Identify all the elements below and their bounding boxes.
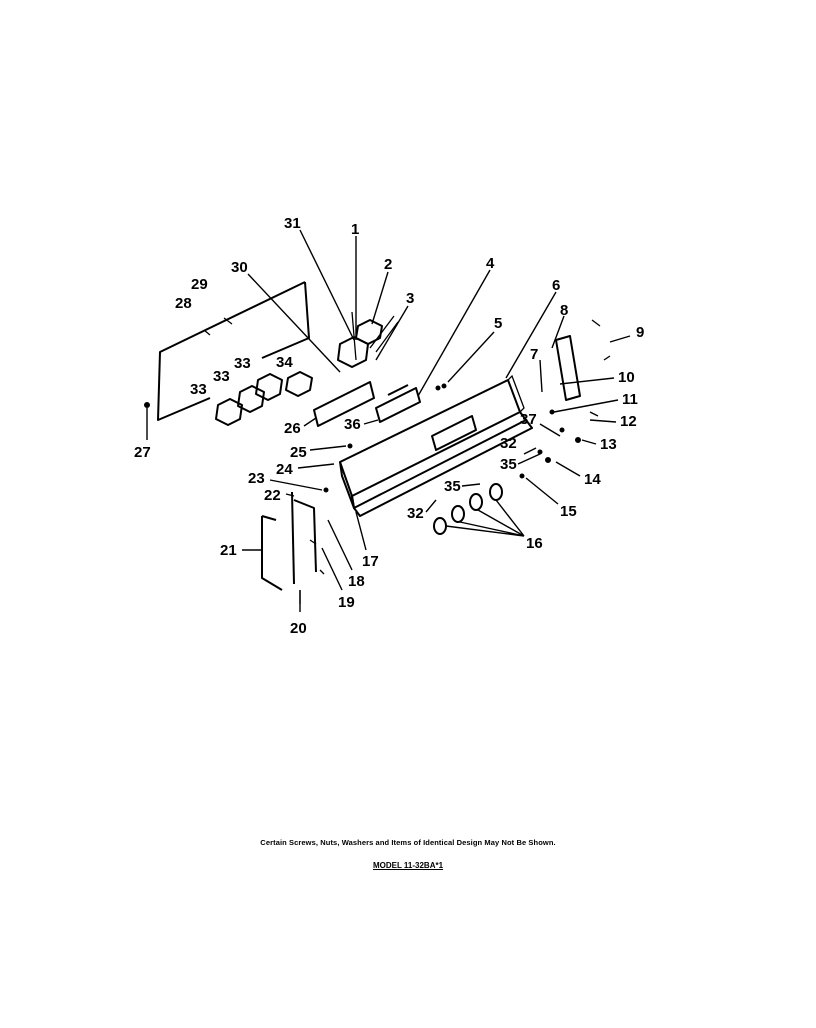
callout-25: 25 [290,444,307,461]
backguard-panel [339,374,533,517]
callout-7: 7 [530,346,538,363]
callout-30: 30 [231,259,248,276]
callout-labels: 1 2 3 4 5 6 7 8 9 10 11 12 13 14 15 16 1… [134,215,644,637]
callout-28: 28 [175,295,192,312]
callout-31: 31 [284,215,301,232]
callout-34: 34 [276,354,293,371]
callout-32b: 32 [407,505,424,522]
callout-14: 14 [584,471,601,488]
callout-35b: 35 [444,478,461,495]
callout-29: 29 [191,276,208,293]
callout-9: 9 [636,324,644,341]
callout-23: 23 [248,470,265,487]
callout-26: 26 [284,420,301,437]
callout-16: 16 [526,535,543,552]
callout-32a: 32 [500,435,517,452]
callout-10: 10 [618,369,635,386]
callout-33c: 33 [234,355,251,372]
model-label-text: MODEL 11-32BA*1 [372,861,444,870]
callout-17: 17 [362,553,379,570]
callout-33b: 33 [213,368,230,385]
timer-module [375,384,421,423]
callout-6: 6 [552,277,560,294]
callout-21: 21 [220,542,237,559]
callout-8: 8 [560,302,568,319]
callout-18: 18 [348,573,365,590]
control-bracket [313,381,375,427]
callout-33a: 33 [190,381,207,398]
control-knobs [215,371,313,426]
side-bracket [261,491,325,604]
fasteners [144,383,565,493]
callout-36: 36 [344,416,361,433]
end-cap-hardware [545,319,611,463]
callout-24: 24 [276,461,293,478]
callout-4: 4 [486,255,495,272]
harness-clip [203,317,233,336]
switch-assembly [337,311,399,368]
callout-20: 20 [290,620,307,637]
callout-11: 11 [622,391,638,408]
callout-37: 37 [520,411,537,428]
callout-13: 13 [600,436,617,453]
callout-22: 22 [264,487,281,504]
callout-27: 27 [134,444,151,461]
callout-3: 3 [406,290,414,307]
callout-15: 15 [560,503,577,520]
callout-19: 19 [338,594,355,611]
callout-2: 2 [384,256,392,273]
callout-35a: 35 [500,456,517,473]
callout-1: 1 [351,221,359,238]
leader-lines [146,229,631,612]
callout-12: 12 [620,413,637,430]
footnote: Certain Screws, Nuts, Washers and Items … [260,838,556,847]
callout-5: 5 [494,315,502,332]
model-label: MODEL 11-32BA*1 [0,861,816,870]
